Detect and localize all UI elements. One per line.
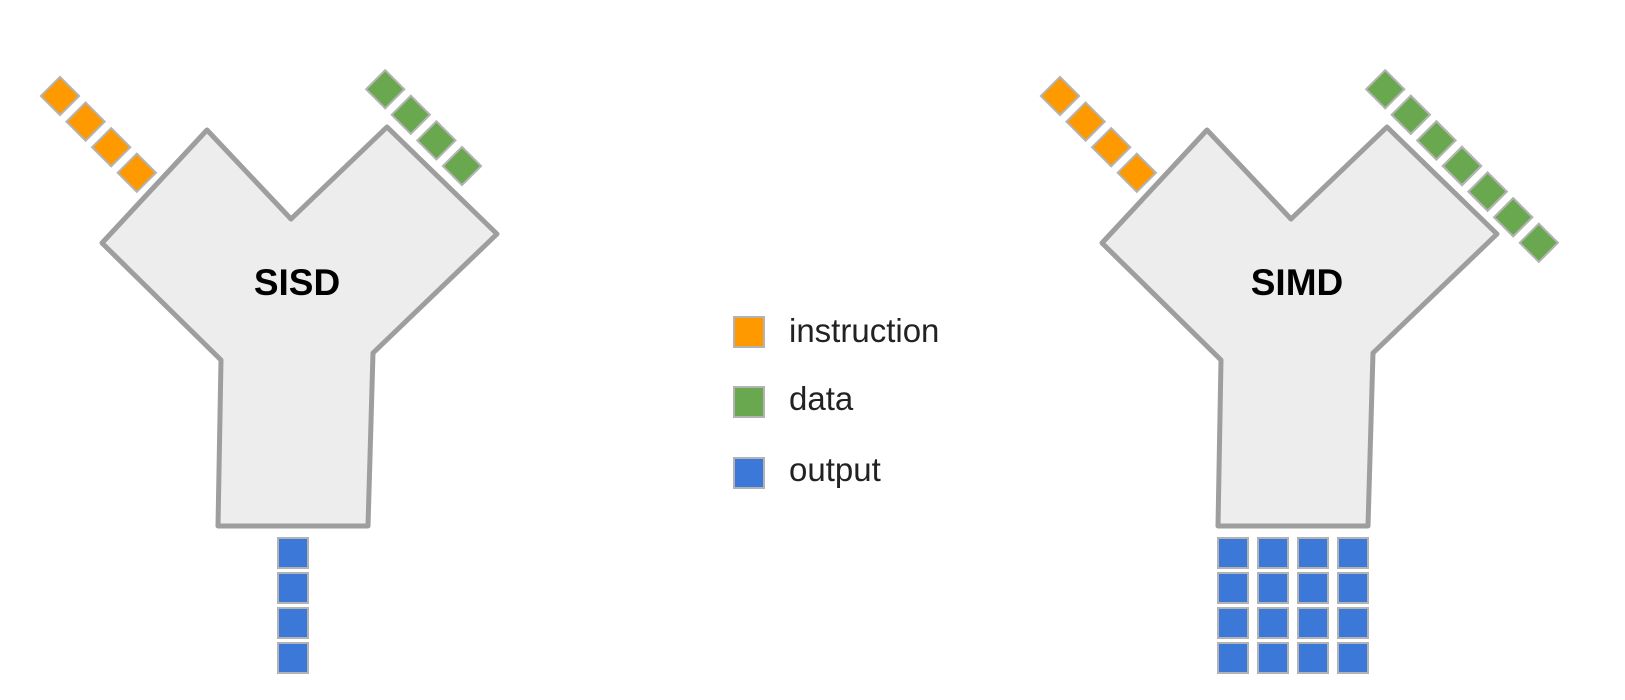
sisd-data-stream: [364, 68, 483, 187]
simd-data-streams: [1364, 68, 1560, 264]
data-block: [1518, 222, 1560, 264]
sisd-processor-body: [99, 124, 500, 529]
output-block: [1217, 642, 1249, 674]
output-block: [1217, 607, 1249, 639]
output-block: [1217, 537, 1249, 569]
data-block: [390, 94, 432, 136]
output-block: [1337, 537, 1369, 569]
data-swatch: [733, 386, 765, 418]
instruction-block: [39, 75, 81, 117]
output-block: [1297, 537, 1329, 569]
data-block: [1364, 68, 1406, 110]
output-block: [1337, 642, 1369, 674]
simd-processor: SIMD: [1039, 68, 1560, 674]
output-block: [1217, 572, 1249, 604]
instruction-block: [90, 126, 132, 168]
instruction-block: [65, 101, 107, 143]
legend-label-instruction: instruction: [789, 312, 939, 349]
instruction-block: [1090, 126, 1132, 168]
sisd-instruction-stream: [39, 75, 158, 194]
output-block: [1297, 607, 1329, 639]
output-block: [277, 572, 309, 604]
data-block: [364, 68, 406, 110]
output-block: [1257, 607, 1289, 639]
instruction-block: [1065, 101, 1107, 143]
simd-processor-body: [1099, 124, 1500, 529]
instruction-block: [1116, 152, 1158, 194]
output-block: [277, 642, 309, 674]
simd-output-streams: [1217, 537, 1369, 674]
output-block: [1257, 572, 1289, 604]
sisd-processor: SISD: [39, 68, 500, 674]
legend: instruction data output: [733, 312, 939, 489]
sisd-label: SISD: [254, 262, 340, 303]
data-block: [1390, 94, 1432, 136]
legend-label-data: data: [789, 380, 854, 417]
sisd-output-stream: [277, 537, 309, 674]
legend-item-instruction: instruction: [733, 312, 939, 349]
data-block: [441, 145, 483, 187]
output-block: [277, 607, 309, 639]
data-block: [1441, 145, 1483, 187]
output-block: [1257, 537, 1289, 569]
output-block: [1257, 642, 1289, 674]
legend-item-data: data: [733, 380, 854, 418]
legend-label-output: output: [789, 451, 881, 488]
simd-label: SIMD: [1251, 262, 1344, 303]
simd-instruction-stream: [1039, 75, 1158, 194]
output-block: [277, 537, 309, 569]
data-block: [1492, 196, 1534, 238]
output-block: [1337, 572, 1369, 604]
instruction-block: [1039, 75, 1081, 117]
output-block: [1337, 607, 1369, 639]
data-block: [1415, 119, 1457, 161]
data-block: [1467, 171, 1509, 213]
output-block: [1297, 642, 1329, 674]
legend-item-output: output: [733, 451, 881, 489]
output-block: [1297, 572, 1329, 604]
output-swatch: [733, 457, 765, 489]
instruction-block: [116, 152, 158, 194]
instruction-swatch: [733, 316, 765, 348]
data-block: [415, 119, 457, 161]
